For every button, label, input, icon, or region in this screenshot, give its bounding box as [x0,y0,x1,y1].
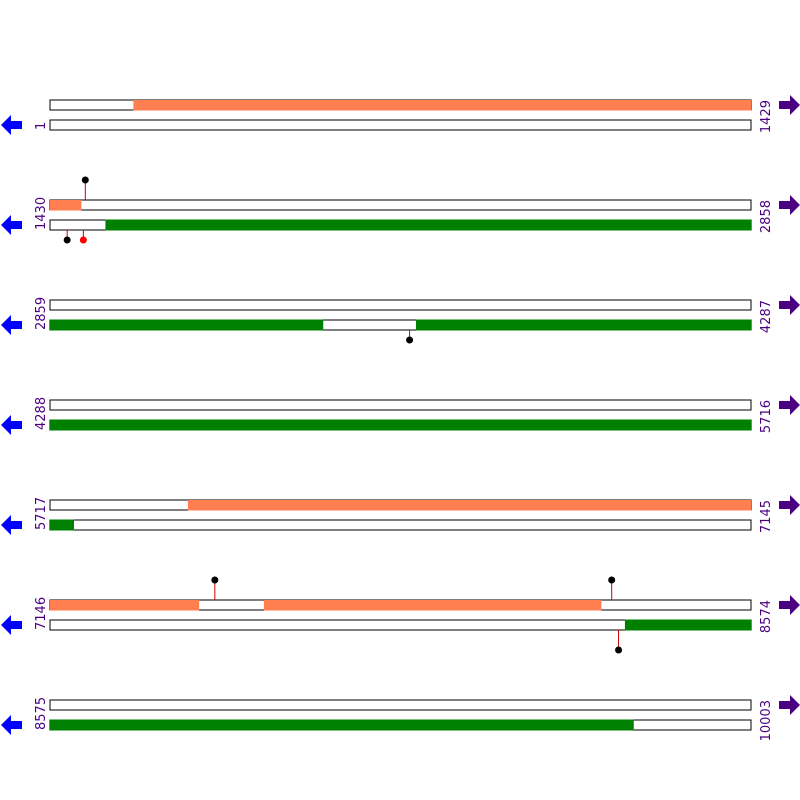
row-start-label: 4288 [34,397,49,430]
reverse-feature [50,519,75,531]
left-arrow-icon [1,415,22,435]
reverse-track [49,119,752,131]
right-arrow-icon [779,595,800,615]
marker-dot [406,336,414,344]
sequence-row: 1430 2858 [1,176,800,244]
right-arrow-icon [779,295,800,315]
forward-track [49,699,752,711]
marker-dot [63,236,71,244]
forward-track [49,199,752,211]
row-end-label: 8574 [759,600,774,633]
left-arrow-icon [1,315,22,335]
forward-feature [133,100,751,111]
row-start-label: 1430 [34,197,49,230]
sequence-row: 8575 10003 [1,695,800,741]
row-end-label: 1429 [759,100,774,133]
sequence-row: 4288 5716 [1,395,800,435]
row-end-label: 7145 [759,500,774,533]
row-end-label: 5716 [759,400,774,433]
row-end-label: 10003 [759,700,774,741]
sequence-row: 2859 4287 [1,295,800,344]
forward-feature [50,200,82,211]
row-start-label: 2859 [34,297,49,330]
row-start-label: 5717 [34,497,49,530]
forward-feature [50,600,200,611]
right-arrow-icon [779,695,800,715]
marker-dot [79,236,87,244]
reverse-feature [415,319,751,331]
reverse-track [49,519,752,531]
row-start-label: 8575 [34,697,49,730]
reverse-feature [105,219,751,231]
reverse-feature [50,419,751,431]
reverse-feature [50,719,634,731]
reverse-feature [50,319,324,331]
row-end-label: 4287 [759,300,774,333]
right-arrow-icon [779,495,800,515]
forward-feature [187,500,752,511]
left-arrow-icon [1,715,22,735]
marker-dot [608,576,616,584]
right-arrow-icon [779,195,800,215]
sequence-row: 1 1429 [1,95,800,135]
forward-track [49,299,752,311]
marker-dot [211,576,219,584]
forward-feature [263,600,602,611]
left-arrow-icon [1,515,22,535]
right-arrow-icon [779,95,800,115]
row-end-label: 2858 [759,200,774,233]
marker-dot [615,646,623,654]
left-arrow-icon [1,215,22,235]
sequence-row: 7146 8574 [1,576,800,654]
forward-track [49,399,752,411]
row-start-label: 7146 [34,597,49,630]
reverse-feature [624,619,751,631]
sequence-row: 5717 7145 [1,495,800,535]
row-start-label: 1 [34,122,49,130]
right-arrow-icon [779,395,800,415]
marker-dot [81,176,89,184]
left-arrow-icon [1,115,22,135]
left-arrow-icon [1,615,22,635]
